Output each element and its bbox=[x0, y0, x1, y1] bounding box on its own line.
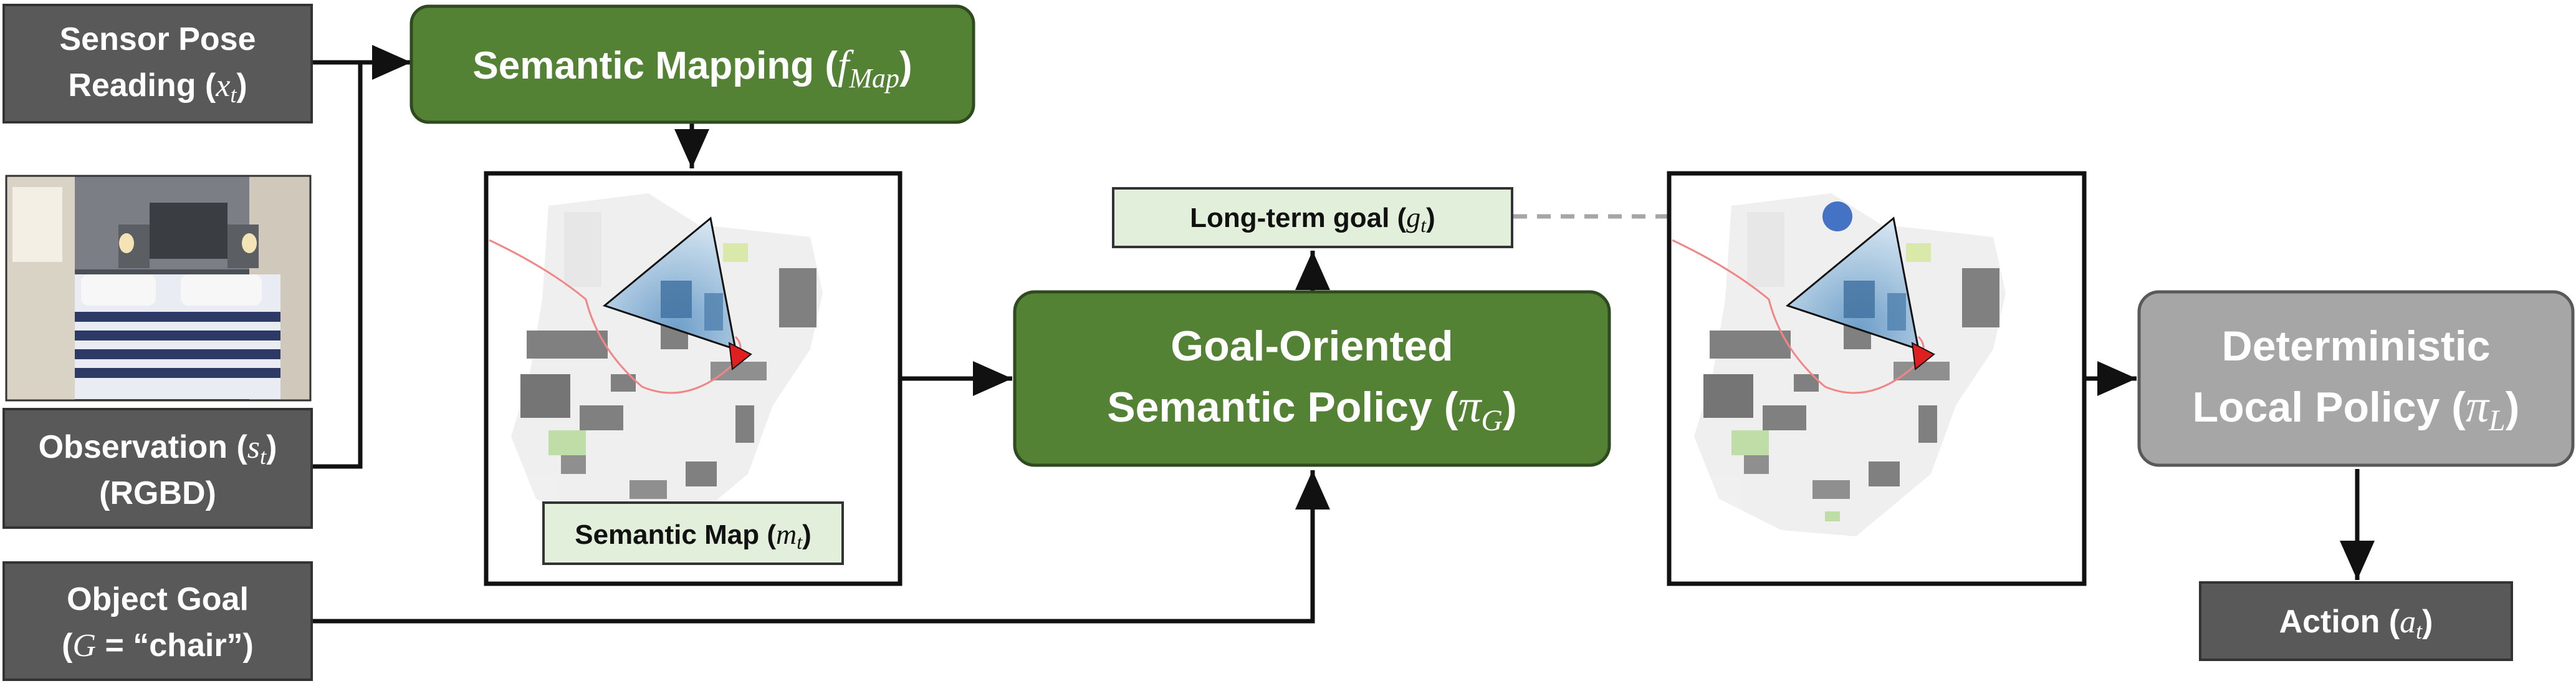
sensor-pose-box: Sensor Pose Reading (xt) bbox=[2, 4, 313, 123]
action-box: Action (at) bbox=[2199, 581, 2513, 661]
svg-text:Action (at): Action (at) bbox=[2279, 604, 2433, 644]
local-policy-box: Deterministic Local Policy (πL) bbox=[2137, 290, 2575, 467]
svg-text:Semantic Map (mt): Semantic Map (mt) bbox=[575, 518, 812, 553]
local-policy-line1: Deterministic bbox=[2222, 322, 2491, 370]
svg-text:Long-term goal (gt): Long-term goal (gt) bbox=[1190, 201, 1435, 236]
svg-text:Semantic Mapping (fMap): Semantic Mapping (fMap) bbox=[472, 42, 912, 94]
goal-map-image bbox=[1667, 171, 2087, 586]
observation-box: Observation (st) (RGBD) bbox=[2, 408, 313, 529]
svg-text:(G = “chair”): (G = “chair”) bbox=[62, 627, 254, 664]
svg-text:Semantic Policy (πG): Semantic Policy (πG) bbox=[1107, 381, 1517, 437]
observation-line2: (RGBD) bbox=[99, 475, 216, 511]
svg-text:Reading (xt): Reading (xt) bbox=[68, 67, 247, 107]
svg-text:Sensor Pose: Sensor Pose bbox=[59, 21, 256, 57]
bedroom-photo-icon bbox=[5, 175, 312, 402]
svg-text:Goal-Oriented: Goal-Oriented bbox=[1171, 322, 1453, 370]
long-term-goal-label: Long-term goal (gt) bbox=[1112, 187, 1513, 248]
semantic-map-label: Semantic Map (mt) bbox=[542, 501, 844, 565]
goal-policy-line1: Goal-Oriented bbox=[1171, 322, 1453, 370]
semantic-mapping-box: Semantic Mapping (fMap) bbox=[409, 4, 975, 124]
arrow-observation-to-mapping bbox=[312, 62, 363, 469]
svg-text:(RGBD): (RGBD) bbox=[99, 475, 216, 511]
arrow-objectgoal-to-policy bbox=[312, 470, 1330, 624]
svg-text:Local Policy (πL): Local Policy (πL) bbox=[2193, 381, 2520, 437]
svg-text:Object Goal: Object Goal bbox=[67, 581, 249, 617]
goal-dot-icon bbox=[1822, 201, 1852, 231]
object-goal-box: Object Goal (G = “chair”) bbox=[2, 561, 313, 681]
goal-oriented-policy-box: Goal-Oriented Semantic Policy (πG) bbox=[1013, 290, 1611, 467]
sensor-pose-line1: Sensor Pose bbox=[59, 21, 256, 57]
svg-text:Deterministic: Deterministic bbox=[2222, 322, 2491, 370]
svg-text:Observation (st): Observation (st) bbox=[39, 429, 277, 469]
connectors bbox=[312, 45, 2375, 624]
object-goal-line1: Object Goal bbox=[67, 581, 249, 617]
